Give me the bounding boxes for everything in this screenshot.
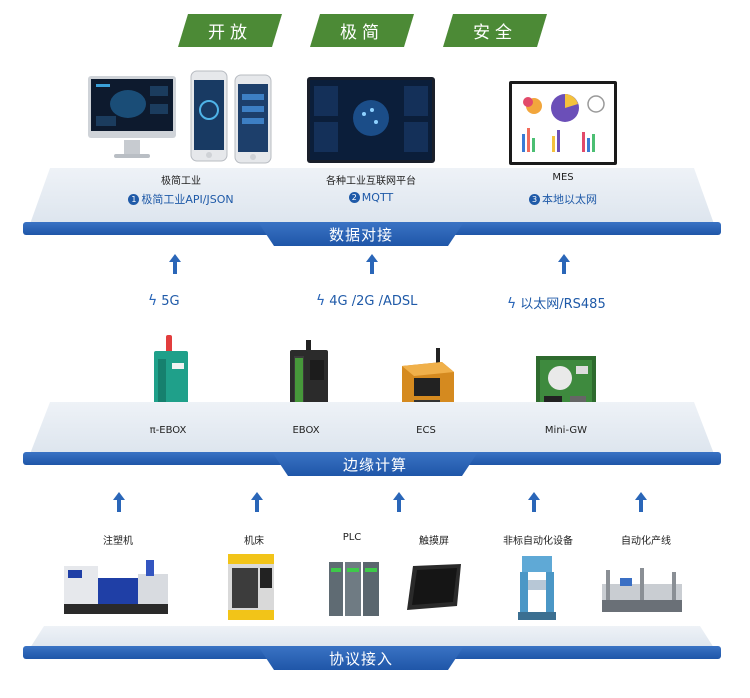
access-platform-label-text: 协议接入 xyxy=(329,648,393,669)
lightning-icon: ϟ xyxy=(148,293,157,309)
arrow-up-icon xyxy=(528,492,540,512)
press-machine-image xyxy=(514,554,560,622)
arrow-up-icon xyxy=(169,254,181,274)
access-platform-label: 协议接入 xyxy=(258,646,464,670)
device-touchscreen: 触摸屏 xyxy=(394,532,474,547)
desktop-monitor-image xyxy=(86,74,178,166)
connection-4g-text: 4G /2G /ADSL xyxy=(329,294,417,309)
connection-4g: ϟ 4G /2G /ADSL xyxy=(316,293,417,309)
device-injection-molding: 注塑机 xyxy=(78,532,158,547)
data-platform-label-text: 数据对接 xyxy=(329,224,393,245)
system-name-jijian: 极简工业 xyxy=(126,172,236,187)
edge-platform-label-text: 边缘计算 xyxy=(343,454,407,475)
protocol-mqtt-text: MQTT xyxy=(362,191,393,204)
connection-ethernet: ϟ 以太网/RS485 xyxy=(507,293,606,312)
edge-platform-label: 边缘计算 xyxy=(272,452,478,476)
machine-tool-image xyxy=(226,552,276,622)
device-pi-ebox: π-EBOX xyxy=(128,425,208,436)
plc-image xyxy=(327,560,381,618)
badge-secure: 安全 xyxy=(443,14,547,47)
data-platform-label: 数据对接 xyxy=(258,222,464,246)
arrow-up-icon xyxy=(366,254,378,274)
badge-open: 开放 xyxy=(178,14,282,47)
lightning-icon: ϟ xyxy=(316,293,325,309)
protocol-number-1: 1 xyxy=(128,194,139,205)
touchscreen-image xyxy=(405,562,463,614)
arrow-up-icon xyxy=(251,492,263,512)
arrow-up-icon xyxy=(558,254,570,274)
system-name-iiot: 各种工业互联网平台 xyxy=(316,172,426,187)
device-mini-gw: Mini-GW xyxy=(526,425,606,436)
device-nonstandard-automation: 非标自动化设备 xyxy=(490,532,586,547)
access-platform-surface xyxy=(30,626,714,648)
connection-ethernet-text: 以太网/RS485 xyxy=(520,297,605,312)
system-name-mes: MES xyxy=(508,172,618,183)
badge-secure-label: 安全 xyxy=(473,18,517,43)
badge-simple: 极简 xyxy=(310,14,414,47)
device-ebox: EBOX xyxy=(266,425,346,436)
device-plc: PLC xyxy=(312,532,392,543)
connection-5g: ϟ 5G xyxy=(148,293,180,309)
device-ecs: ECS xyxy=(386,425,466,436)
arrow-up-icon xyxy=(393,492,405,512)
protocol-number-2: 2 xyxy=(349,192,360,203)
automation-line-image xyxy=(600,564,684,616)
protocol-number-3: 3 xyxy=(529,194,540,205)
mes-dashboard-image xyxy=(508,80,618,166)
device-machine-tool: 机床 xyxy=(214,532,294,547)
injection-molding-machine-image xyxy=(62,556,174,618)
device-automation-line: 自动化产线 xyxy=(606,532,686,547)
arrow-up-icon xyxy=(635,492,647,512)
iiot-platform-screen-image xyxy=(306,76,436,164)
protocol-ethernet-text: 本地以太网 xyxy=(542,193,597,206)
connection-5g-text: 5G xyxy=(161,294,179,309)
phone-image-1 xyxy=(190,70,228,162)
lightning-icon: ϟ xyxy=(507,296,516,312)
protocol-jijian-text: 极简工业API/JSON xyxy=(141,193,233,206)
arrow-up-icon xyxy=(113,492,125,512)
badge-simple-label: 极简 xyxy=(340,18,384,43)
phone-image-2 xyxy=(234,74,272,164)
badge-open-label: 开放 xyxy=(208,18,252,43)
